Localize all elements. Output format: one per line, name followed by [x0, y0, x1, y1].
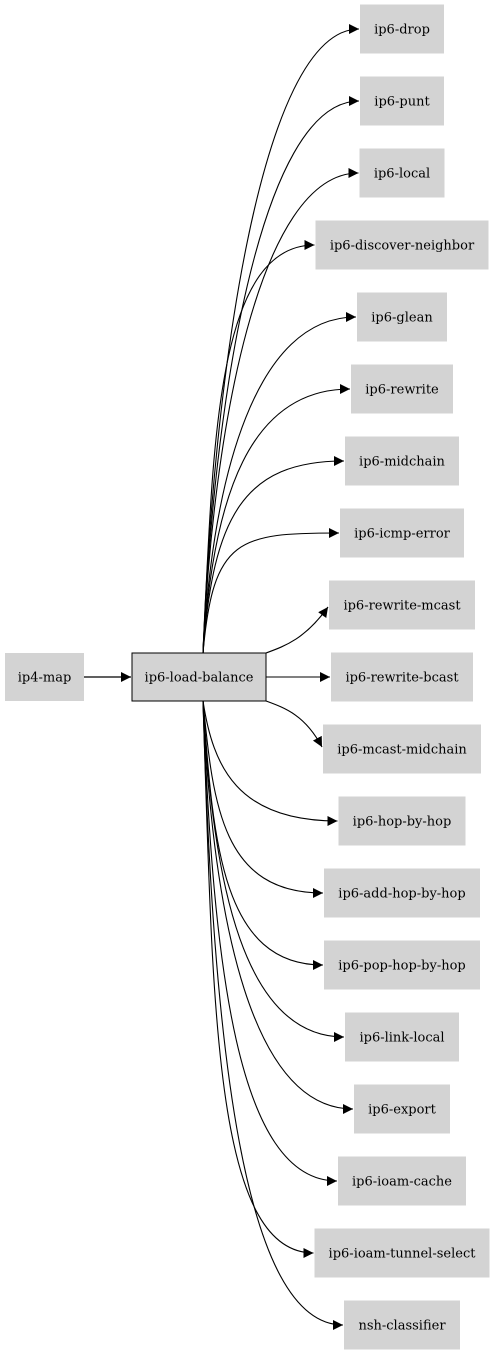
node-ip6-rewrite-bcast[interactable]: ip6-rewrite-bcast [331, 652, 473, 702]
node-ip4-map[interactable]: ip4-map [5, 653, 84, 701]
node-label: ip6-local [374, 167, 430, 182]
node-label: nsh-classifier [358, 1319, 446, 1334]
node-ip6-drop[interactable]: ip6-drop [360, 4, 444, 54]
node-label: ip6-link-local [359, 1031, 444, 1046]
node-label: ip6-export [368, 1103, 437, 1118]
edge-ip6-load-balance-to-ip6-rewrite-mcast [265, 606, 329, 654]
node-ip6-rewrite[interactable]: ip6-rewrite [351, 364, 453, 414]
node-ip6-ioam-tunnel-select[interactable]: ip6-ioam-tunnel-select [314, 1228, 490, 1278]
node-label: ip6-punt [374, 95, 430, 110]
node-nsh-classifier[interactable]: nsh-classifier [344, 1300, 460, 1350]
node-ip6-midchain[interactable]: ip6-midchain [345, 436, 459, 486]
node-ip6-mcast-midchain[interactable]: ip6-mcast-midchain [323, 724, 481, 774]
node-ip6-punt[interactable]: ip6-punt [360, 76, 444, 126]
node-label: ip6-pop-hop-by-hop [338, 959, 466, 974]
node-label: ip6-hop-by-hop [353, 815, 452, 830]
node-ip6-export[interactable]: ip6-export [354, 1084, 450, 1134]
edge-ip6-load-balance-to-ip6-add-hop-by-hop [202, 700, 324, 898]
edge-ip6-load-balance-to-ip6-punt [202, 96, 360, 654]
node-label: ip6-rewrite-bcast [345, 671, 459, 686]
node-label: ip6-discover-neighbor [330, 239, 475, 254]
node-ip6-glean[interactable]: ip6-glean [357, 292, 447, 342]
edge-ip6-load-balance-to-ip6-link-local [202, 700, 345, 1042]
edge-ip6-load-balance-to-ip6-icmp-error [202, 528, 340, 654]
edge-ip6-load-balance-to-ip6-hop-by-hop [202, 700, 338, 826]
edge-ip6-load-balance-to-ip6-midchain [202, 456, 345, 654]
node-label: ip6-midchain [359, 455, 446, 470]
node-ip6-link-local[interactable]: ip6-link-local [345, 1012, 459, 1062]
edge-ip6-load-balance-to-ip6-discover-neighbor [202, 240, 315, 654]
edge-ip6-load-balance-to-ip6-local [202, 168, 359, 654]
node-ip6-add-hop-by-hop[interactable]: ip6-add-hop-by-hop [324, 868, 480, 918]
edge-ip6-load-balance-to-ip6-mcast-midchain [265, 700, 323, 748]
node-ip6-load-balance[interactable]: ip6-load-balance [131, 652, 267, 702]
edge-ip6-load-balance-to-ip6-pop-hop-by-hop [202, 700, 324, 970]
node-label: ip6-load-balance [145, 671, 254, 686]
edges-layer [84, 24, 360, 1330]
edge-ip6-load-balance-to-ip6-export [202, 700, 354, 1114]
node-label: ip6-icmp-error [354, 527, 451, 542]
node-ip6-hop-by-hop[interactable]: ip6-hop-by-hop [338, 796, 466, 846]
node-label: ip6-add-hop-by-hop [338, 887, 465, 902]
edge-ip6-load-balance-to-ip6-ioam-cache [202, 700, 338, 1186]
node-ip6-icmp-error[interactable]: ip6-icmp-error [340, 508, 464, 558]
edge-ip6-load-balance-to-ip6-glean [202, 312, 357, 654]
edge-ip6-load-balance-to-ip6-rewrite [202, 384, 351, 654]
node-label: ip6-rewrite [365, 383, 439, 398]
node-ip6-ioam-cache[interactable]: ip6-ioam-cache [338, 1156, 466, 1206]
node-label: ip6-ioam-tunnel-select [329, 1247, 477, 1262]
node-ip6-rewrite-mcast[interactable]: ip6-rewrite-mcast [329, 580, 475, 630]
edge-ip6-load-balance-to-ip6-ioam-tunnel-select [202, 700, 314, 1258]
node-label: ip6-drop [374, 23, 430, 38]
node-label: ip6-ioam-cache [352, 1175, 452, 1190]
node-label: ip6-glean [371, 311, 433, 326]
edge-ip6-load-balance-to-ip6-drop [202, 24, 360, 654]
node-label: ip4-map [18, 671, 72, 686]
node-ip6-local[interactable]: ip6-local [359, 148, 445, 198]
node-label: ip6-mcast-midchain [337, 743, 467, 758]
node-label: ip6-rewrite-mcast [343, 599, 461, 614]
nodes-layer: ip4-map ip6-load-balance ip6-drop ip6-pun… [5, 4, 490, 1350]
edge-ip6-load-balance-to-nsh-classifier [202, 700, 344, 1330]
node-ip6-discover-neighbor[interactable]: ip6-discover-neighbor [315, 220, 489, 270]
node-ip6-pop-hop-by-hop[interactable]: ip6-pop-hop-by-hop [324, 940, 480, 990]
